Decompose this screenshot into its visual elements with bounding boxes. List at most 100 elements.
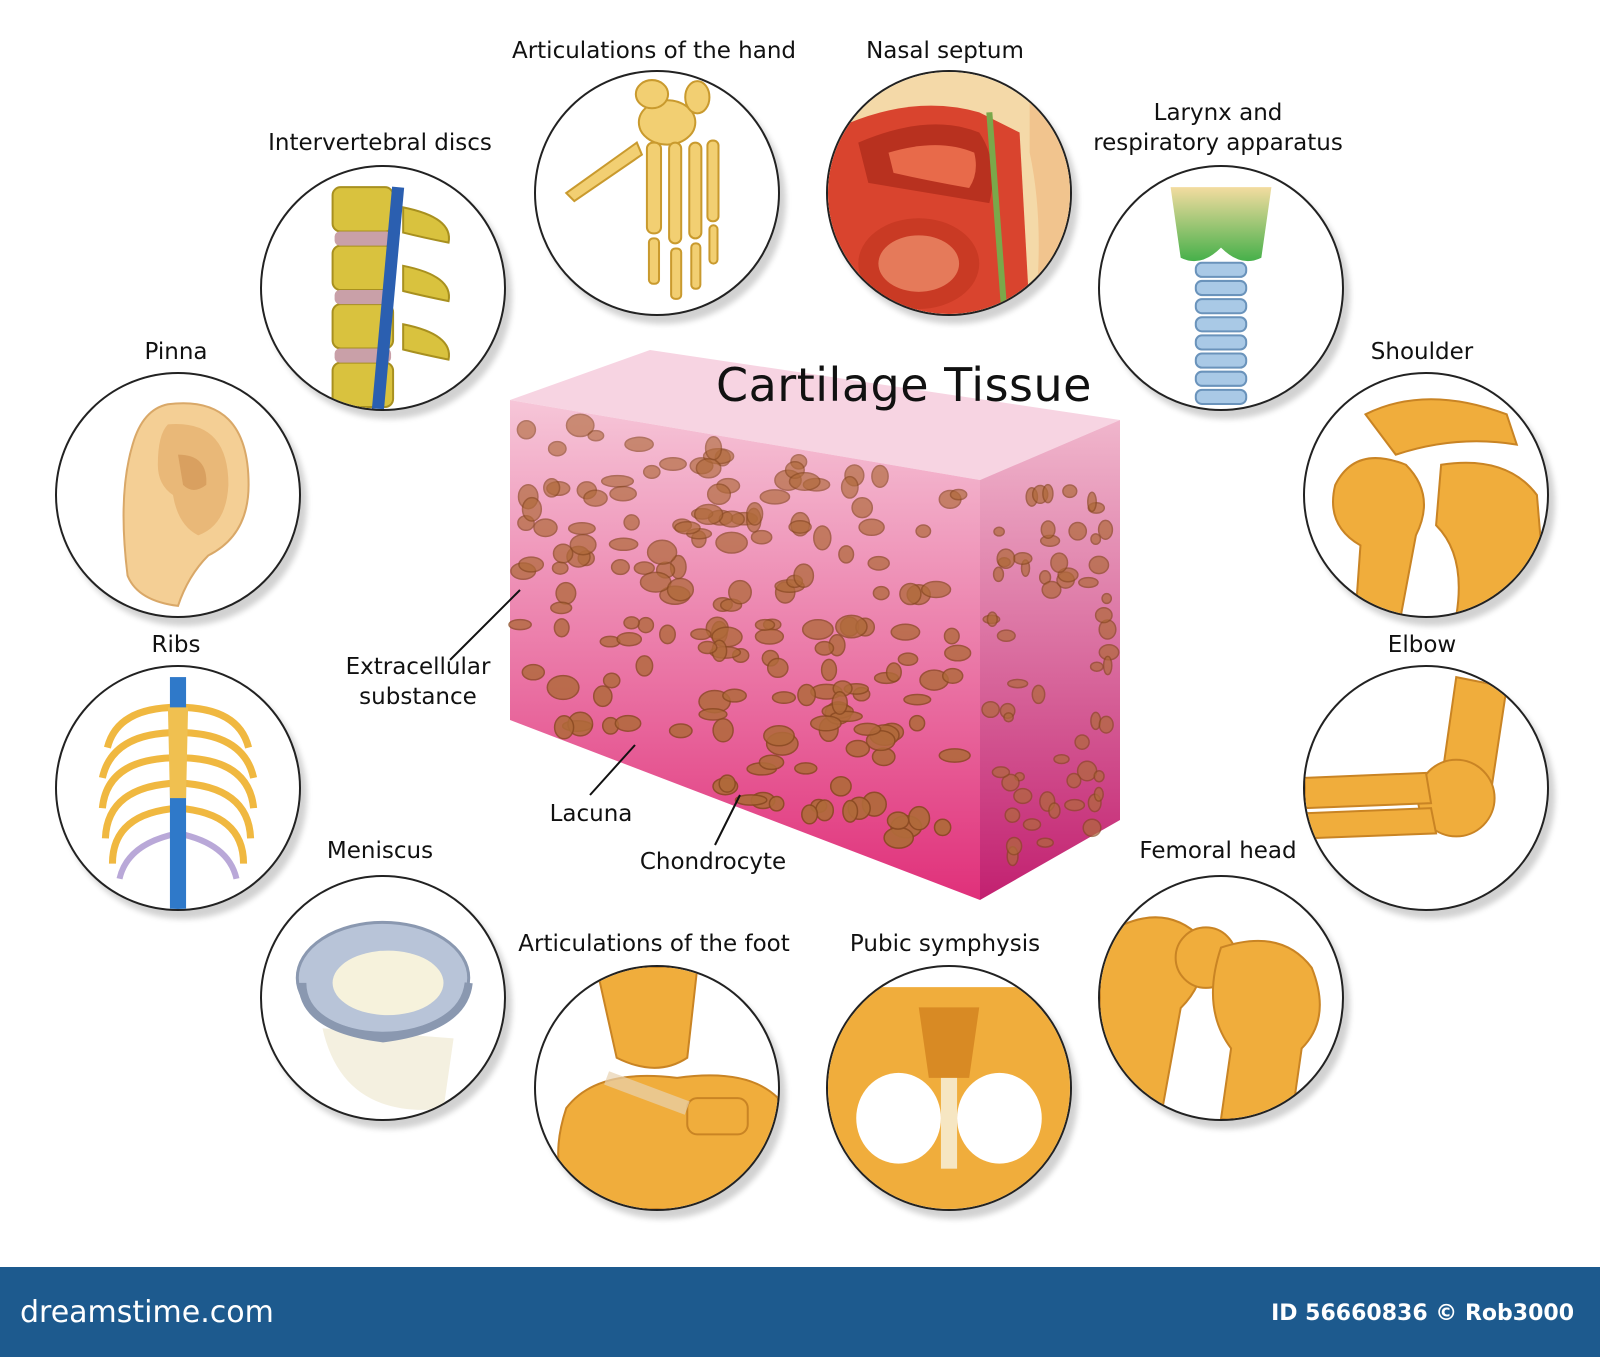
label-meniscus: Meniscus	[327, 836, 433, 866]
cartilage-block	[500, 340, 1140, 920]
chondrocyte-cell	[534, 519, 557, 536]
chondrocyte-cell	[1032, 685, 1044, 703]
chondrocyte-cell	[691, 629, 711, 639]
footer-brand[interactable]: dreamstime.com	[20, 1295, 274, 1330]
chondrocyte-cell	[943, 669, 963, 684]
chondrocyte-cell	[1041, 521, 1055, 538]
ear-illustration	[57, 374, 299, 616]
chondrocyte-cell	[798, 685, 815, 706]
chondrocyte-cell	[815, 642, 833, 655]
chondrocyte-cell	[584, 490, 607, 506]
chondrocyte-cell	[716, 532, 747, 553]
elbow-circle	[1303, 665, 1549, 911]
chondrocyte-cell	[544, 479, 560, 497]
ribcage-illustration	[57, 667, 299, 909]
chondrocyte-cell	[549, 442, 566, 456]
chondrocyte-cell	[567, 414, 594, 436]
chondrocyte-cell	[935, 819, 951, 835]
chondrocyte-cell	[1091, 534, 1100, 544]
chondrocyte-cell	[1043, 485, 1053, 503]
label-larynx-line1: Larynx and	[1154, 98, 1283, 128]
chondrocyte-cell	[747, 503, 763, 525]
chondrocyte-cell	[551, 602, 572, 613]
shoulder-illustration	[1305, 374, 1547, 616]
chondrocyte-cell	[638, 618, 653, 633]
label-ribs: Ribs	[152, 630, 201, 660]
chondrocyte-cell	[648, 540, 677, 564]
chondrocyte-cell	[522, 665, 544, 680]
label-chondrocyte: Chondrocyte	[640, 847, 786, 877]
chondrocyte-cell	[625, 437, 653, 451]
chondrocyte-cell	[570, 535, 596, 555]
chondrocyte-cell	[859, 519, 884, 535]
hand-illustration	[536, 72, 778, 314]
chondrocyte-cell	[1091, 662, 1103, 671]
pubic-symphysis-circle	[826, 965, 1072, 1211]
chondrocyte-cell	[523, 498, 542, 521]
chondrocyte-cell	[803, 620, 833, 639]
chondrocyte-cell	[887, 663, 902, 682]
intervertebral-discs-circle	[260, 165, 506, 411]
chondrocyte-cell	[1054, 755, 1069, 764]
chondrocyte-cell	[872, 466, 888, 488]
chondrocyte-cell	[624, 515, 639, 530]
page-title: Cartilage Tissue	[716, 358, 1092, 412]
chondrocyte-cell	[594, 686, 612, 706]
chondrocyte-cell	[764, 726, 794, 746]
label-pinna: Pinna	[144, 337, 207, 367]
chondrocyte-cell	[1099, 716, 1113, 733]
chondrocyte-cell	[854, 723, 880, 735]
chondrocyte-cell	[900, 584, 921, 605]
chondrocyte-cell	[706, 437, 722, 460]
label-shoulder: Shoulder	[1371, 337, 1473, 367]
chondrocyte-cell	[554, 544, 573, 563]
label-elbow: Elbow	[1388, 630, 1456, 660]
chondrocyte-cell	[832, 692, 847, 714]
chondrocyte-cell	[891, 624, 919, 640]
chondrocyte-cell	[811, 716, 841, 731]
chondrocyte-cell	[846, 741, 869, 757]
chondrocyte-cell	[852, 498, 872, 518]
chondrocyte-cell	[675, 522, 700, 534]
chondrocyte-cell	[756, 629, 784, 644]
meniscus-illustration	[262, 877, 504, 1119]
chondrocyte-cell	[773, 692, 796, 703]
chondrocyte-cell	[509, 620, 531, 630]
chondrocyte-cell	[997, 549, 1014, 568]
label-extracellular-line1: Extracellular	[346, 652, 491, 682]
chondrocyte-cell	[789, 521, 811, 533]
chondrocyte-cell	[768, 659, 788, 678]
chondrocyte-cell	[668, 579, 694, 601]
label-extracellular-line2: substance	[359, 682, 477, 712]
chondrocyte-cell	[1008, 680, 1028, 688]
chondrocyte-cell	[987, 612, 997, 626]
chondrocyte-cell	[939, 749, 970, 762]
chondrocyte-cell	[1099, 520, 1113, 539]
ribs-circle	[55, 665, 301, 911]
chondrocyte-cell	[644, 466, 660, 479]
chondrocyte-cell	[898, 653, 917, 665]
chondrocyte-cell	[695, 505, 723, 525]
label-foot: Articulations of the foot	[518, 929, 789, 959]
foot-circle	[534, 965, 780, 1211]
chondrocyte-cell	[756, 620, 775, 631]
chondrocyte-cell	[1104, 656, 1112, 674]
chondrocyte-cell	[556, 583, 576, 604]
chondrocyte-cell	[1079, 578, 1098, 588]
label-hand: Articulations of the hand	[512, 36, 796, 66]
chondrocyte-cell	[604, 673, 620, 687]
chondrocyte-cell	[1094, 771, 1104, 782]
chondrocyte-cell	[814, 526, 831, 550]
chondrocyte-cell	[670, 724, 692, 738]
chondrocyte-cell	[723, 689, 746, 702]
label-femoral-head: Femoral head	[1139, 836, 1296, 866]
label-pubic-symphysis: Pubic symphysis	[850, 929, 1040, 959]
footer-image-id: ID 56660836 © Rob3000	[1271, 1301, 1574, 1326]
chondrocyte-cell	[696, 459, 720, 478]
spine-illustration	[262, 167, 504, 409]
chondrocyte-cell	[922, 582, 951, 598]
chondrocyte-cell	[790, 473, 820, 490]
chondrocyte-cell	[698, 642, 716, 654]
chondrocyte-cell	[660, 458, 686, 470]
hand-circle	[534, 70, 780, 316]
